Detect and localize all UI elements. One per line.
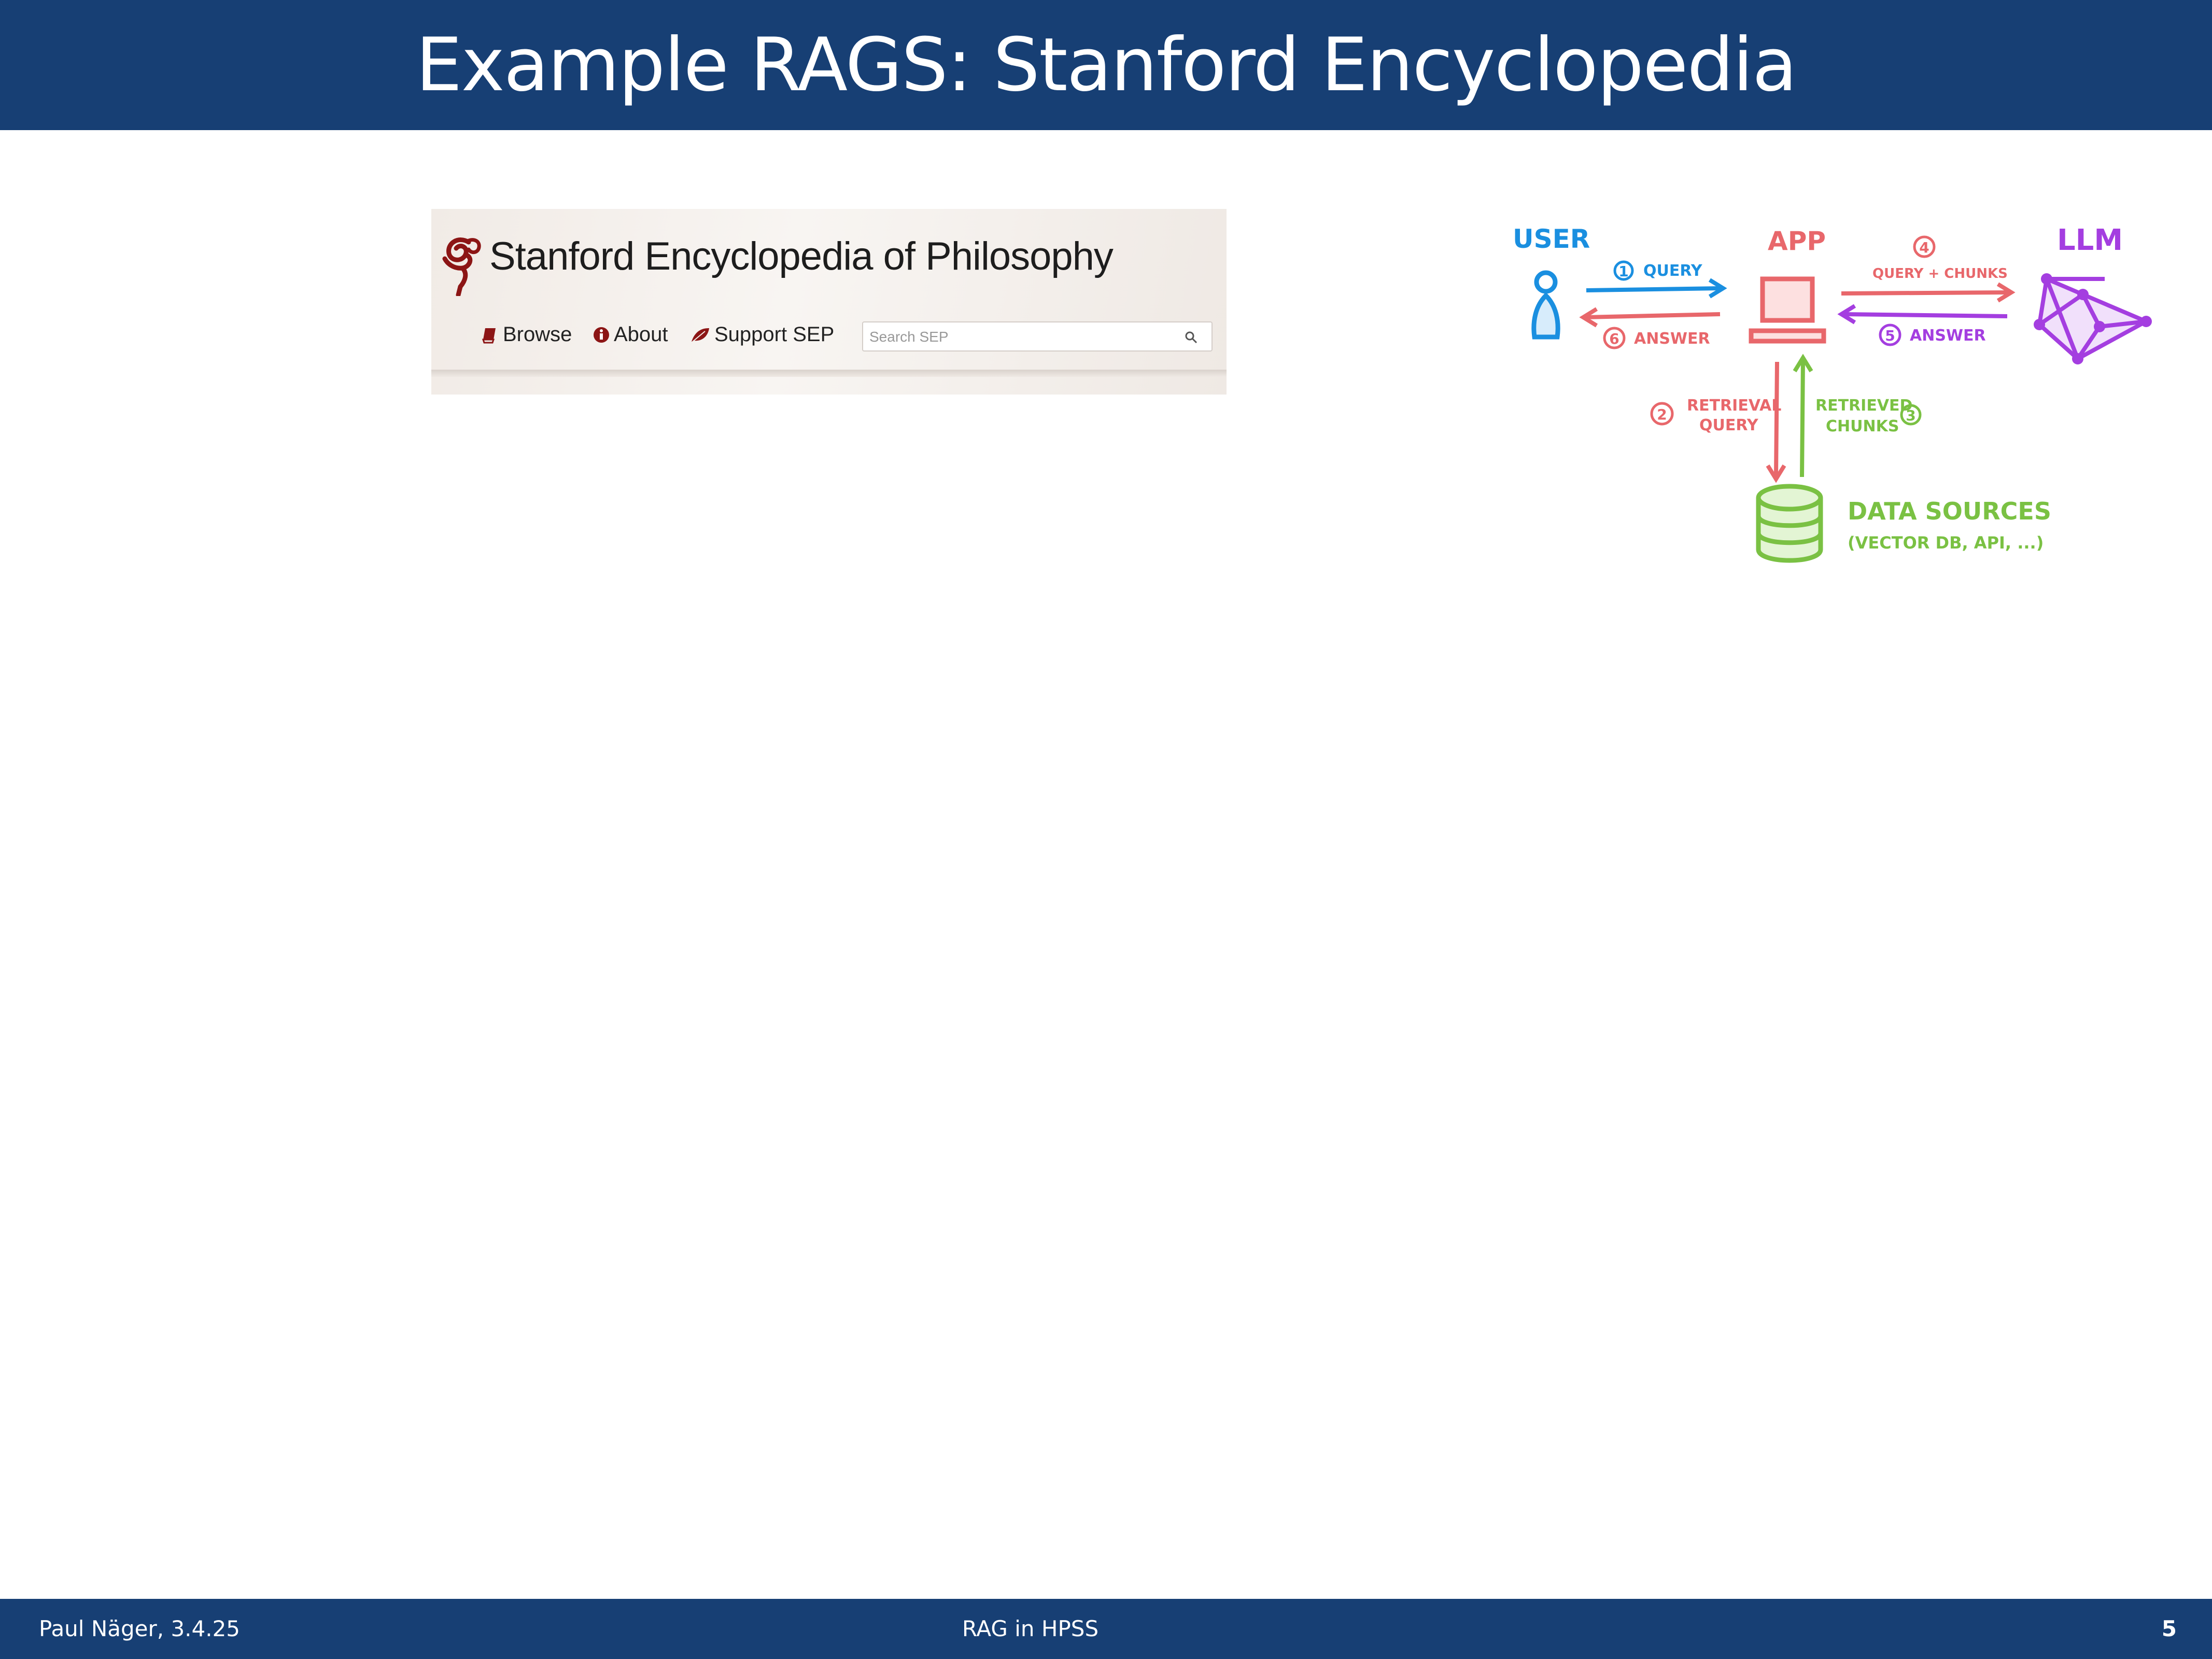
arrow-query <box>1586 278 1727 299</box>
step-2-number: 2 <box>1657 406 1667 423</box>
rag-diagram: USER APP LLM DATA SOURCES (VECTOR DB, AP… <box>1513 223 2152 563</box>
nav-support-label: Support SEP <box>714 323 835 346</box>
data-sources-label: DATA SOURCES <box>1848 497 2051 525</box>
step-3-number: 3 <box>1906 407 1915 424</box>
nav-browse[interactable]: Browse <box>482 323 572 346</box>
slide-title: Example RAGS: Stanford Encyclopedia <box>415 22 1797 108</box>
data-sources-sublabel: (VECTOR DB, API, ...) <box>1848 533 2044 553</box>
step-4-label: QUERY + CHUNKS <box>1872 266 2008 282</box>
database-icon <box>1756 484 1823 563</box>
arrow-answer-user <box>1579 307 1721 328</box>
nav-browse-label: Browse <box>503 323 572 346</box>
step-2-label: RETRIEVAL <box>1687 397 1781 415</box>
nav-support[interactable]: Support SEP <box>691 323 834 346</box>
step-2-label-2: QUERY <box>1699 416 1759 434</box>
llm-label: LLM <box>2057 223 2123 257</box>
search-placeholder: Search SEP <box>869 329 949 345</box>
step-4-number: 4 <box>1919 239 1929 256</box>
nav-about-label: About <box>614 323 668 346</box>
laptop-icon <box>1749 276 1826 344</box>
step-5-label: ANSWER <box>1910 327 1986 345</box>
user-label: USER <box>1513 224 1590 254</box>
step-1-label: QUERY <box>1643 262 1703 280</box>
step-1-number: 1 <box>1618 263 1628 280</box>
search-icon[interactable] <box>1185 331 1198 344</box>
arrow-retrieval-query <box>1766 361 1786 483</box>
nav-about[interactable]: About <box>593 323 668 346</box>
step-5-number: 5 <box>1885 327 1895 344</box>
header-divider <box>431 370 1227 377</box>
sep-header-screenshot: Stanford Encyclopedia of Philosophy Brow… <box>431 209 1227 395</box>
book-icon <box>482 328 496 343</box>
step-6-label: ANSWER <box>1634 330 1710 348</box>
sep-logo-icon <box>442 237 481 296</box>
step-3-label: RETRIEVED <box>1815 397 1912 415</box>
arrow-retrieved-chunks <box>1793 354 1813 477</box>
footer-author-date: Paul Näger, 3.4.25 <box>39 1616 241 1641</box>
user-icon <box>1531 270 1560 340</box>
page-number: 5 <box>2161 1616 2177 1641</box>
step-3-label-2: CHUNKS <box>1826 417 1899 435</box>
arrow-answer-app <box>1837 304 2008 325</box>
title-bar <box>0 0 2212 130</box>
footer-bar: Paul Näger, 3.4.25 RAG in HPSS 5 <box>0 1599 2212 1659</box>
info-icon <box>594 327 609 343</box>
step-6-number: 6 <box>1609 330 1619 347</box>
network-icon <box>2034 273 2152 364</box>
arrow-query-chunks <box>1841 282 2016 303</box>
leaf-icon <box>692 328 709 342</box>
footer-talk-title: RAG in HPSS <box>962 1616 1099 1641</box>
search-input[interactable]: Search SEP <box>862 321 1213 352</box>
app-label: APP <box>1768 226 1826 256</box>
sep-site-name[interactable]: Stanford Encyclopedia of Philosophy <box>489 234 1114 278</box>
